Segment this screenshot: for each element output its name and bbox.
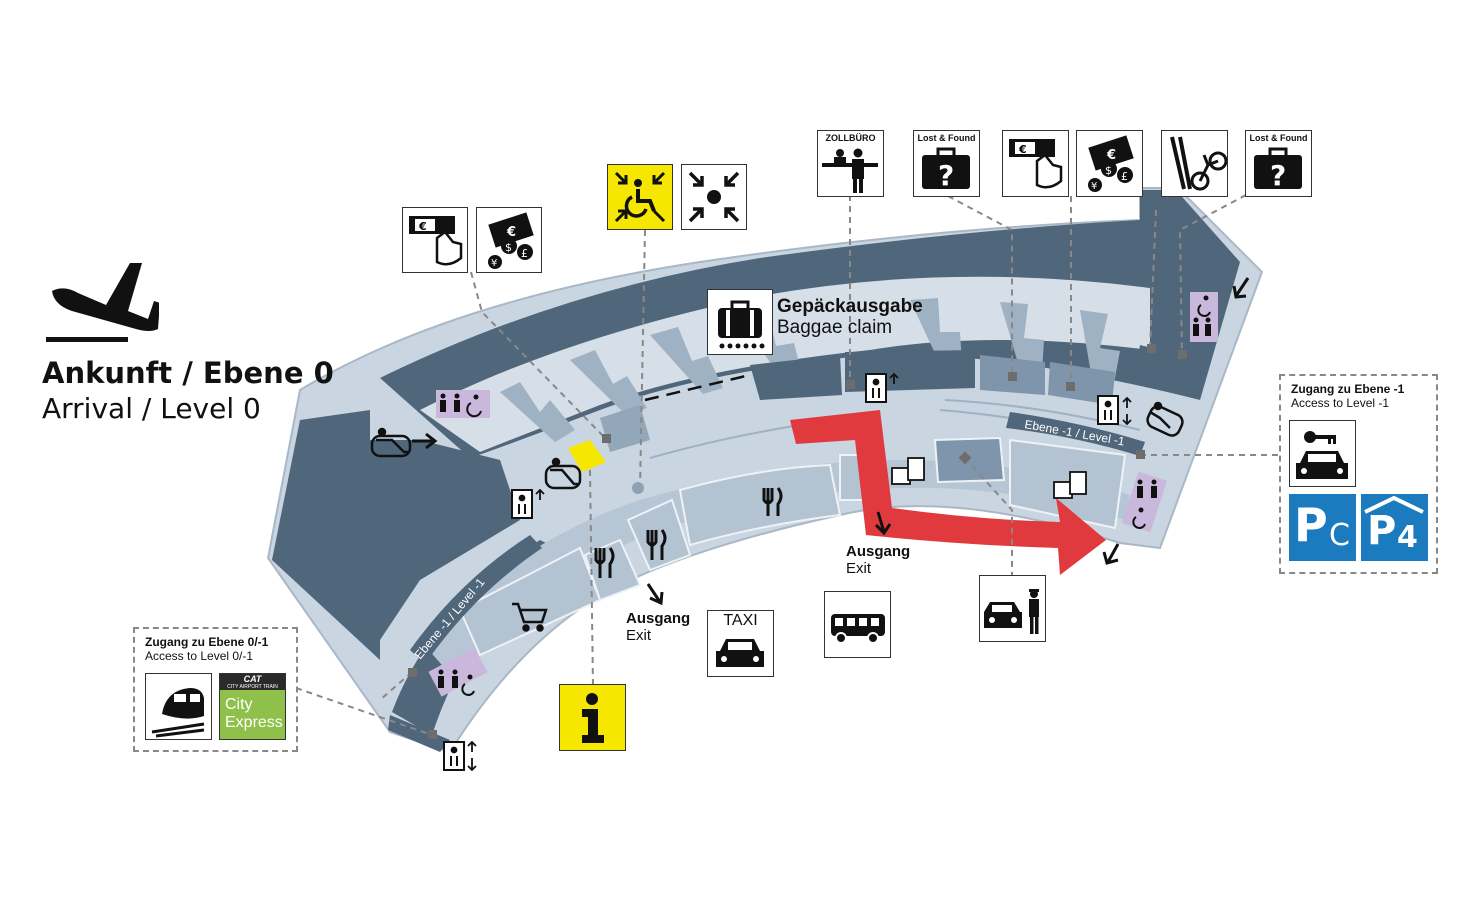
access-right-en: Access to Level -1 [1291, 396, 1390, 410]
lost-found-label-2: Lost & Found [1249, 133, 1308, 143]
exit-label-right: Ausgang Exit [846, 543, 911, 577]
toilet-icon [428, 292, 1218, 697]
svg-text:?: ? [938, 159, 954, 192]
baggage-claim-de: Gepäckausgabe [777, 296, 923, 317]
baggage-claim-icon [707, 289, 773, 355]
access-right-de: Zugang zu Ebene -1 [1291, 382, 1405, 396]
train-icon [145, 673, 212, 740]
elevator-icon [443, 373, 1119, 771]
level-strip-left [410, 535, 542, 664]
svg-text:€: € [1106, 148, 1116, 163]
customs-label: ZOLLBÜRO [825, 133, 876, 143]
corridor-dashes [644, 373, 751, 402]
shopping-cart-icon [512, 602, 548, 632]
page-title: Ankunft / Ebene 0 Arrival / Level 0 [42, 356, 334, 425]
svg-text:€: € [506, 225, 516, 240]
currency-exchange-icon: € $ £ ¥ [1076, 130, 1143, 197]
parking-p4-icon: P 4 [1361, 494, 1428, 561]
shop-icon [891, 457, 1087, 499]
exit-left-de: Ausgang [626, 610, 691, 627]
city-express-logo: CAT CITY AIRPORT TRAIN City Express [219, 673, 286, 740]
customs-office-icon: ZOLLBÜRO [817, 130, 884, 197]
cat-logo: CAT [220, 674, 285, 684]
exit-label-left: Ausgang Exit [626, 610, 691, 644]
access-box-left: Zugang zu Ebene 0/-1 Access to Level 0/-… [133, 627, 298, 752]
connector-lines [295, 194, 1282, 736]
svg-text:$: $ [1105, 164, 1112, 177]
baggage-claim-label: Gepäckausgabe Baggae claim [777, 296, 923, 339]
svg-text:€: € [418, 220, 427, 233]
taxi-label: TAXI [723, 612, 758, 629]
exit-left-en: Exit [626, 626, 652, 644]
meeting-point-icon [681, 164, 747, 230]
title-english: Arrival / Level 0 [42, 392, 261, 425]
svg-text:£: £ [521, 247, 528, 260]
parking-p4-p: P [1367, 508, 1397, 554]
baggage-belts [500, 298, 1120, 442]
level-strip-right [1006, 412, 1145, 456]
escalator-icon [370, 401, 1184, 490]
svg-text:£: £ [1121, 170, 1128, 183]
arrival-plane-icon [46, 263, 159, 342]
car-key-icon [1289, 420, 1356, 487]
svg-text:€: € [1018, 143, 1027, 156]
title-german: Ankunft / Ebene 0 [42, 356, 334, 390]
parking-pc-icon: P C [1289, 494, 1356, 561]
info-icon [559, 684, 626, 751]
direction-arrows [412, 277, 1250, 606]
svg-text:¥: ¥ [491, 258, 497, 269]
svg-text:?: ? [1270, 159, 1286, 192]
access-left-de: Zugang zu Ebene 0/-1 [145, 635, 269, 649]
elevator-arrows [450, 372, 1132, 772]
info-zone [568, 440, 606, 472]
corridor-band [420, 276, 1150, 452]
svg-text:¥: ¥ [1091, 181, 1097, 192]
parking-pc-c: C [1329, 518, 1350, 553]
city-express-line1: City [225, 696, 253, 713]
access-box-right: Zugang zu Ebene -1 Access to Level -1 P … [1279, 374, 1438, 574]
city-express-line2: Express [225, 714, 283, 731]
accessibility-assistance-icon [607, 164, 673, 230]
lost-and-found-icon: Lost & Found ? [913, 130, 980, 197]
exit-right-en: Exit [846, 559, 872, 577]
currency-exchange-icon: € $ £ ¥ [476, 207, 542, 273]
cat-subtitle: CITY AIRPORT TRAIN [220, 684, 285, 690]
svg-text:$: $ [505, 241, 512, 254]
atm-icon: € [402, 207, 468, 273]
exit-right-de: Ausgang [846, 543, 911, 560]
taxi-icon: TAXI [707, 610, 774, 677]
parking-pc-p: P [1294, 498, 1328, 552]
left-building [272, 410, 520, 660]
access-left-en: Access to Level 0/-1 [145, 649, 254, 663]
parking-p4-4: 4 [1397, 520, 1418, 555]
baggage-claim-en: Baggae claim [777, 316, 893, 338]
lost-and-found-icon: Lost & Found ? [1245, 130, 1312, 197]
atm-icon: € [1002, 130, 1069, 197]
rental-car-icon [979, 575, 1046, 642]
lost-found-label-1: Lost & Found [917, 133, 976, 143]
exit-arrow [790, 410, 1106, 575]
ski-bike-luggage-icon [1161, 130, 1228, 197]
bus-icon [824, 591, 891, 658]
restaurant-icon [594, 487, 783, 578]
